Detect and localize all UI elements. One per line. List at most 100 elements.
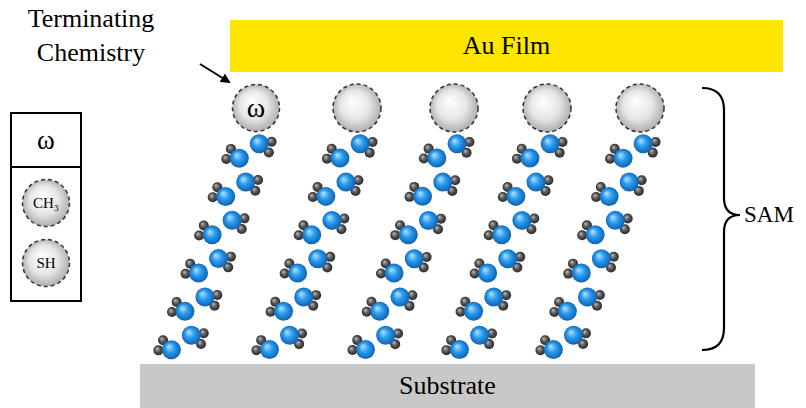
hydrogen-atom <box>390 230 400 240</box>
terminal-group <box>333 84 381 132</box>
terminal-group <box>616 84 664 132</box>
carbon-atom <box>405 249 424 268</box>
legend-heading: ω <box>12 114 80 168</box>
carbon-atom <box>450 340 469 359</box>
carbon-atom <box>195 287 214 306</box>
carbon-atom <box>337 173 356 192</box>
hydrogen-atom <box>167 307 177 317</box>
carbon-atom <box>182 326 201 345</box>
hydrogen-atom <box>208 192 218 202</box>
hydrogen-atom <box>376 268 386 278</box>
carbon-atom <box>470 326 489 345</box>
carbon-atom <box>322 211 341 230</box>
carbon-atom <box>527 173 546 192</box>
hydrogen-atom <box>577 230 587 240</box>
hydrogen-atom <box>194 231 204 241</box>
carbon-atom <box>288 263 307 282</box>
carbon-atom <box>558 302 577 321</box>
carbon-atom <box>384 263 403 282</box>
carbon-atom <box>484 287 503 306</box>
carbon-atom <box>376 326 395 345</box>
carbon-atom <box>399 225 418 244</box>
carbon-atom <box>308 249 327 268</box>
alkane-chains <box>153 134 660 359</box>
carbon-atom <box>230 149 249 168</box>
carbon-atom <box>189 264 208 283</box>
leader-arrow <box>200 64 229 82</box>
sam-bracket <box>702 88 740 350</box>
carbon-atom <box>520 149 539 168</box>
hydrogen-atom <box>322 154 332 164</box>
carbon-atom <box>330 149 349 168</box>
carbon-atom <box>294 287 313 306</box>
layer-label: Substrate <box>399 372 496 401</box>
bracket-label: SAM <box>744 198 804 232</box>
group-label: SH <box>36 255 55 272</box>
hydrogen-atom <box>419 154 429 164</box>
hydrogen-atom <box>563 269 573 279</box>
carbon-atom <box>448 134 467 153</box>
group-label: CH₃ <box>33 195 59 212</box>
carbon-atom <box>606 211 625 230</box>
hydrogen-atom <box>347 345 357 355</box>
carbon-atom <box>216 187 235 206</box>
layer-band: Au Film <box>230 20 783 72</box>
carbon-atom <box>390 288 409 307</box>
hydrogen-atom <box>441 345 451 355</box>
carbon-atom <box>260 340 279 359</box>
hydrogen-atom <box>280 269 290 279</box>
carbon-atom <box>236 173 255 192</box>
hydrogen-atom <box>221 154 231 164</box>
carbon-atom <box>316 187 335 206</box>
carbon-atom <box>302 225 321 244</box>
carbon-atom <box>600 187 619 206</box>
carbon-atom <box>280 326 299 345</box>
group-label: ω <box>247 93 265 124</box>
carbon-atom <box>506 187 525 206</box>
hydrogen-atom <box>266 307 276 317</box>
carbon-atom <box>564 326 583 345</box>
hydrogen-atom <box>405 192 415 202</box>
carbon-atom <box>427 149 446 168</box>
carbon-atom <box>592 249 611 268</box>
carbon-atom <box>419 211 438 230</box>
carbon-atom <box>433 173 452 192</box>
terminal-group-circle: CH₃ <box>21 178 71 228</box>
hydrogen-atom <box>591 192 601 202</box>
hydrogen-atom <box>512 154 522 164</box>
terminal-group <box>523 84 571 132</box>
carbon-atom <box>578 287 597 306</box>
legend-box: ωCH₃ SH <box>10 112 82 302</box>
layer-band: Substrate <box>140 364 755 408</box>
carbon-atom <box>203 225 222 244</box>
hydrogen-atom <box>181 269 191 279</box>
carbon-atom <box>464 302 483 321</box>
carbon-atom <box>351 134 370 153</box>
terminal-groups <box>333 84 664 132</box>
carbon-atom <box>492 225 511 244</box>
carbon-atom <box>250 134 269 153</box>
carbon-atom <box>162 340 181 359</box>
carbon-atom <box>478 263 497 282</box>
hydrogen-atom <box>470 269 480 279</box>
carbon-atom <box>175 302 194 321</box>
carbon-atom <box>634 134 653 153</box>
hydrogen-atom <box>153 345 163 355</box>
hydrogen-atom <box>294 230 304 240</box>
terminal-group <box>430 84 478 132</box>
carbon-atom <box>498 249 517 268</box>
hydrogen-atom <box>308 192 318 202</box>
carbon-atom <box>370 302 389 321</box>
hydrogen-atom <box>549 307 559 317</box>
hydrogen-atom <box>251 345 261 355</box>
hydrogen-atom <box>535 345 545 355</box>
carbon-atom <box>572 264 591 283</box>
callout-label: Terminating Chemistry <box>0 2 182 70</box>
hydrogen-atom <box>456 307 466 317</box>
carbon-atom <box>356 340 375 359</box>
hydrogen-atom <box>605 154 615 164</box>
hydrogen-atom <box>362 307 372 317</box>
carbon-atom <box>614 149 633 168</box>
carbon-atom <box>274 302 293 321</box>
carbon-atom <box>413 187 432 206</box>
